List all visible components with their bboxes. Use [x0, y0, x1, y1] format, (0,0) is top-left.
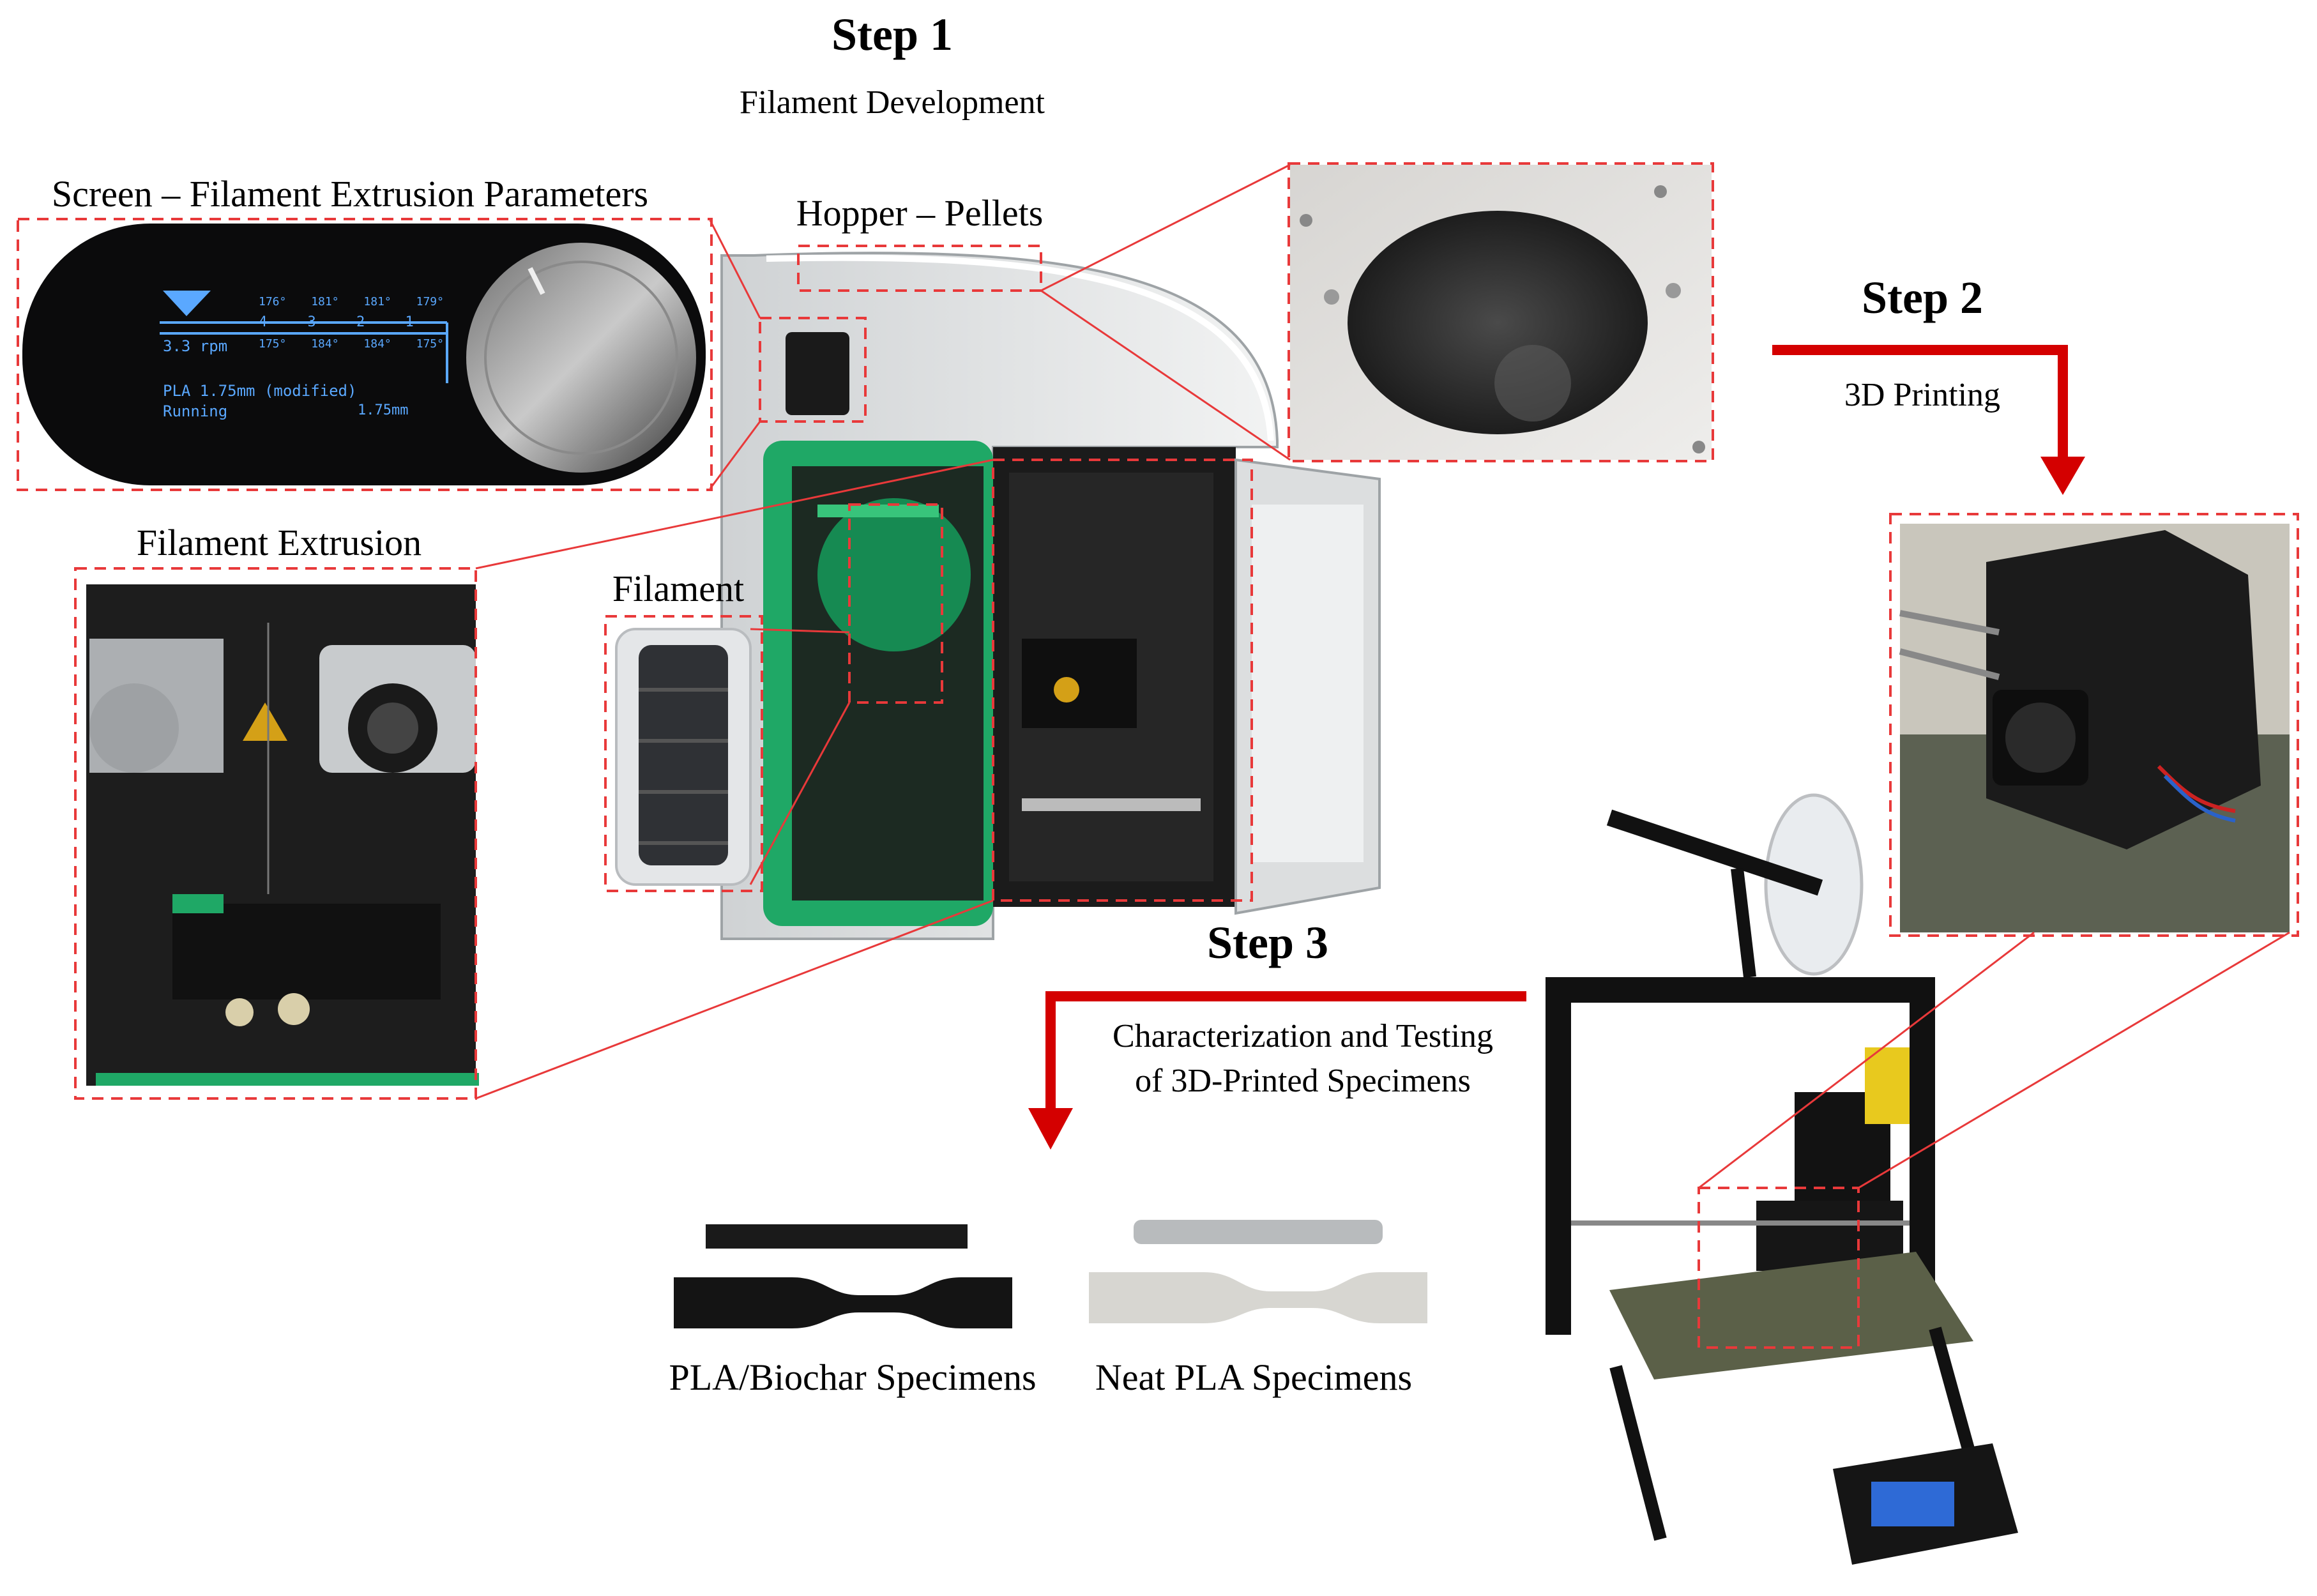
hopper-callout-box	[1288, 162, 1714, 462]
3d-printer-photo	[1546, 793, 2018, 1565]
printhead-source-box	[1698, 1187, 1860, 1349]
mini-screen	[786, 332, 849, 415]
extrusion-callout-box	[74, 567, 477, 1100]
warning-triangle-icon	[243, 703, 287, 741]
screen-temp: 179°	[416, 295, 444, 308]
filament-callout-box	[604, 615, 763, 892]
hopper-photo	[1290, 165, 1712, 460]
callout-boxes	[17, 162, 2299, 1349]
step1-subtitle: Filament Development	[739, 84, 1045, 121]
filament-extruder-photo	[720, 252, 1381, 940]
printhead-closeup-photo	[1899, 524, 2290, 932]
screen-source-box	[759, 317, 867, 423]
extruder-screen-photo	[19, 220, 710, 489]
knob-icon	[466, 243, 696, 473]
screen-temps-bottom: 175° 184° 184° 175°	[259, 337, 444, 351]
screen-status: Running	[163, 402, 228, 420]
screen-zone: 2	[356, 314, 365, 330]
screen-diameter: 1.75mm	[358, 402, 409, 418]
step2-title: Step 2	[1861, 272, 1984, 323]
screen-temp: 176°	[259, 295, 287, 308]
step2-subtitle: 3D Printing	[1844, 377, 2001, 413]
step3-arrow	[1028, 991, 1526, 1150]
arrow-down-icon	[2040, 457, 2085, 495]
filament-label: Filament	[612, 568, 745, 609]
connector-lines	[475, 163, 2290, 1189]
step2-arrow	[1772, 345, 2085, 495]
screen-temp: 175°	[416, 337, 444, 351]
step3-title: Step 3	[1206, 917, 1329, 968]
screen-speed: 3.3 rpm	[163, 337, 228, 355]
step1-title: Step 1	[831, 9, 953, 60]
biochar-dogbone-specimen	[674, 1277, 1012, 1328]
neat-specimens-label: Neat PLA Specimens	[1095, 1357, 1413, 1398]
screen-zone: 3	[307, 314, 316, 330]
screen-temp: 181°	[363, 295, 391, 308]
neat-dogbone-specimen	[1089, 1272, 1427, 1323]
screen-temps-top: 176° 181° 181° 179°	[259, 295, 444, 308]
extrusion-source-box	[992, 459, 1253, 902]
filament-source-box	[848, 503, 943, 704]
filament-extrusion-photo	[86, 584, 479, 1086]
screen-material: PLA 1.75mm (modified)	[163, 382, 357, 400]
hopper-glyph-icon	[163, 291, 211, 316]
biochar-specimens-label: PLA/Biochar Specimens	[669, 1357, 1037, 1398]
screen-callout-box	[17, 218, 713, 491]
screen-temp: 175°	[259, 337, 287, 351]
screen-label: Screen – Filament Extrusion Parameters	[51, 173, 649, 215]
biochar-bar-specimen	[706, 1224, 968, 1249]
hopper-source-box	[797, 245, 1042, 292]
step3-subtitle-line1: Characterization and Testing	[1112, 1018, 1494, 1054]
screen-zone: 4	[259, 314, 268, 330]
neat-bar-specimen	[1134, 1220, 1383, 1244]
screen-zone: 1	[405, 314, 414, 330]
lcd-display	[1871, 1482, 1954, 1526]
screen-zones: 4 3 2 1	[259, 314, 414, 330]
filament-spool-photo	[615, 628, 752, 886]
arrow-down-icon	[1028, 1108, 1073, 1150]
step3-subtitle: Characterization and Testing of 3D-Print…	[1113, 1014, 1493, 1104]
screen-temp: 184°	[363, 337, 391, 351]
screen-temp: 181°	[311, 295, 339, 308]
screen-temp: 184°	[311, 337, 339, 351]
step3-subtitle-line2: of 3D-Printed Specimens	[1135, 1063, 1471, 1100]
hopper-label: Hopper – Pellets	[796, 192, 1044, 234]
extrusion-label: Filament Extrusion	[136, 522, 422, 563]
printhead-callout-box	[1889, 513, 2299, 937]
specimens-photo	[674, 1220, 1427, 1328]
